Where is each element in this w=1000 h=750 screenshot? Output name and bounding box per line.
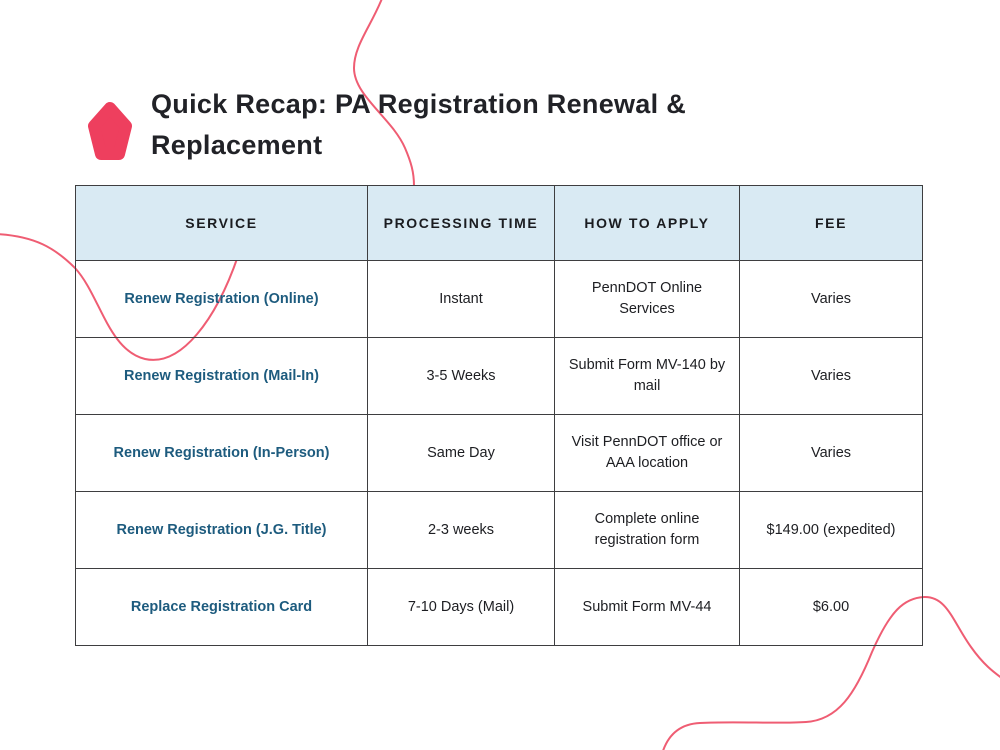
how-to-apply-cell: Submit Form MV-140 by mail bbox=[554, 337, 740, 415]
table-header-row: SERVICE PROCESSING TIME HOW TO APPLY FEE bbox=[75, 185, 923, 261]
service-link-renew-mail-in[interactable]: Renew Registration (Mail-In) bbox=[75, 337, 368, 415]
processing-time-cell: Same Day bbox=[367, 414, 555, 492]
column-header-service: SERVICE bbox=[75, 185, 368, 261]
service-link-renew-online[interactable]: Renew Registration (Online) bbox=[75, 260, 368, 338]
service-link-renew-in-person[interactable]: Renew Registration (In-Person) bbox=[75, 414, 368, 492]
table-row: Renew Registration (Mail-In) 3-5 Weeks S… bbox=[75, 337, 923, 415]
fee-cell: $6.00 bbox=[739, 568, 923, 646]
how-to-apply-cell: PennDOT Online Services bbox=[554, 260, 740, 338]
table-row: Renew Registration (Online) Instant Penn… bbox=[75, 260, 923, 338]
service-link-renew-jg-title[interactable]: Renew Registration (J.G. Title) bbox=[75, 491, 368, 569]
processing-time-cell: 2-3 weeks bbox=[367, 491, 555, 569]
table-row: Renew Registration (In-Person) Same Day … bbox=[75, 414, 923, 492]
fee-cell: $149.00 (expedited) bbox=[739, 491, 923, 569]
how-to-apply-cell: Visit PennDOT office or AAA location bbox=[554, 414, 740, 492]
processing-time-cell: Instant bbox=[367, 260, 555, 338]
table-row: Renew Registration (J.G. Title) 2-3 week… bbox=[75, 491, 923, 569]
fee-cell: Varies bbox=[739, 260, 923, 338]
fee-cell: Varies bbox=[739, 414, 923, 492]
service-link-replace-card[interactable]: Replace Registration Card bbox=[75, 568, 368, 646]
how-to-apply-cell: Complete online registration form bbox=[554, 491, 740, 569]
processing-time-cell: 3-5 Weeks bbox=[367, 337, 555, 415]
column-header-fee: FEE bbox=[739, 185, 923, 261]
column-header-how-to-apply: HOW TO APPLY bbox=[554, 185, 740, 261]
processing-time-cell: 7-10 Days (Mail) bbox=[367, 568, 555, 646]
recap-table: SERVICE PROCESSING TIME HOW TO APPLY FEE… bbox=[75, 185, 923, 646]
pentagon-icon bbox=[85, 99, 135, 167]
fee-cell: Varies bbox=[739, 337, 923, 415]
page-title: Quick Recap: PA Registration Renewal & R… bbox=[151, 89, 687, 160]
table-row: Replace Registration Card 7-10 Days (Mai… bbox=[75, 568, 923, 646]
column-header-processing-time: PROCESSING TIME bbox=[367, 185, 555, 261]
how-to-apply-cell: Submit Form MV-44 bbox=[554, 568, 740, 646]
